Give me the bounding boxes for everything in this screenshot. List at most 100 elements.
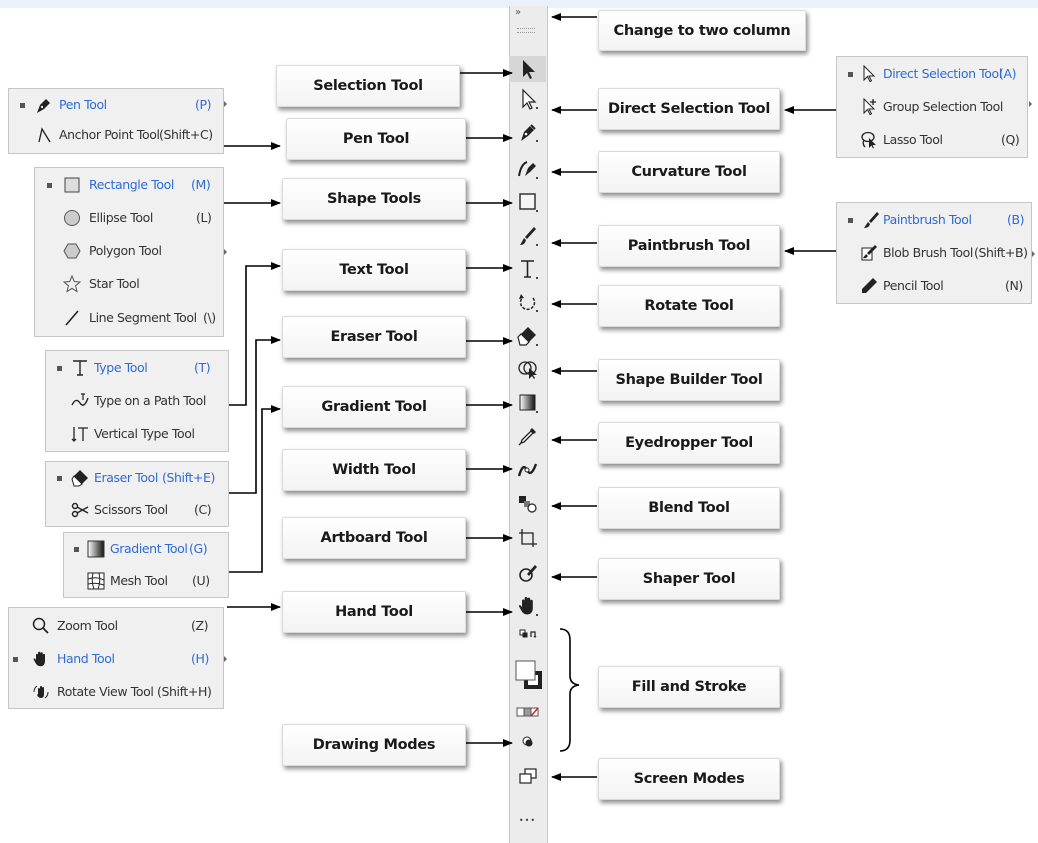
brush-tools-flyout: Paintbrush Tool (B) Blob Brush Tool (Shi… [836,202,1032,304]
flyout-item-label: Vertical Type Tool [94,426,195,441]
flyout-item-label: Polygon Tool [89,243,162,258]
flyout-item-group-selection-tool[interactable]: Group Selection Tool [837,92,1027,122]
label-shaper-tool: Shaper Tool [598,558,780,600]
flyout-item-pen-tool[interactable]: Pen Tool (P) [9,90,223,120]
flyout-item-label: Eraser Tool [94,470,158,485]
flyout-item-polygon-tool[interactable]: Polygon Tool [35,236,223,266]
color-gradient-none-icon[interactable] [509,704,546,720]
flyout-caret [224,101,227,107]
tools-toolbar [509,6,548,843]
flyout-item-direct-selection-tool[interactable]: Direct Selection Tool (A) [837,59,1027,89]
rectangle-tool-icon[interactable] [509,191,546,213]
width-tool-icon[interactable] [509,458,546,480]
type-tool-icon[interactable] [509,258,546,280]
active-bullet [20,103,25,108]
flyout-item-scissors-tool[interactable]: Scissors Tool (C) [46,495,228,525]
flyout-item-label: Ellipse Tool [89,210,153,225]
more-tools-icon[interactable]: ••• [518,815,537,825]
active-bullet [848,72,853,77]
pen-tool-icon[interactable] [509,121,546,143]
arrow-type-panel [227,262,281,406]
label-drawing-modes: Drawing Modes [282,724,466,766]
label-curvature-tool: Curvature Tool [598,151,780,193]
flyout-item-label: Mesh Tool [110,573,168,588]
flyout-item-shortcut: (\) [203,310,216,325]
flyout-item-label: Blob Brush Tool [883,245,973,260]
type-icon [70,358,90,378]
flyout-item-label: Direct Selection Tool [883,66,1002,81]
curvature-tool-icon[interactable] [509,158,546,180]
flyout-caret [1029,101,1032,107]
flyout-item-rotate-view-tool[interactable]: Rotate View Tool (Shift+H) [9,677,223,707]
navigation-tools-flyout: Zoom Tool (Z) Hand Tool (H) Rotate View … [8,607,224,709]
flyout-item-label: Lasso Tool [883,132,943,147]
mesh-icon [86,571,106,591]
hand-tool-icon[interactable] [509,595,546,617]
direct-selection-tool-icon[interactable] [509,88,546,110]
flyout-item-type-tool[interactable]: Type Tool (T) [46,353,228,383]
gradient-tool-icon[interactable] [509,392,546,414]
flyout-item-line-segment-tool[interactable]: Line Segment Tool (\) [35,303,223,333]
default-swap-fill-stroke-icon[interactable] [509,627,546,643]
active-bullet [74,547,79,552]
pen-tools-flyout: Pen Tool (P) Anchor Point Tool (Shift+C) [8,88,224,154]
drawing-modes-icon[interactable] [509,731,546,749]
anchor-point-icon [34,125,54,145]
flyout-item-label: Zoom Tool [57,618,118,633]
artboard-tool-icon[interactable] [509,527,546,549]
flyout-item-label: Gradient Tool [110,541,188,556]
flyout-item-label: Hand Tool [57,651,115,666]
selection-tool-icon[interactable] [509,56,546,82]
flyout-item-pencil-tool[interactable]: Pencil Tool (N) [837,271,1031,301]
label-direct-selection-tool: Direct Selection Tool [598,88,780,130]
label-eyedropper-tool: Eyedropper Tool [598,422,780,464]
eraser-tools-flyout: Eraser Tool (Shift+E) Scissors Tool (C) [45,461,229,527]
flyout-item-label: Anchor Point Tool [59,127,160,142]
toolbar-grip[interactable] [517,28,535,33]
collapse-toolbar-icon[interactable]: » [515,6,522,18]
paintbrush-icon [861,210,881,230]
flyout-item-label: Type Tool [94,360,148,375]
flyout-item-ellipse-tool[interactable]: Ellipse Tool (L) [35,203,223,233]
arrow-eraser-panel [227,336,281,494]
flyout-item-gradient-tool[interactable]: Gradient Tool (G) [64,534,228,564]
label-hand-tool: Hand Tool [282,591,466,633]
arrow-gradient-panel [227,405,281,573]
flyout-item-label: Star Tool [89,276,140,291]
flyout-item-label: Scissors Tool [94,502,168,517]
flyout-item-rectangle-tool[interactable]: Rectangle Tool (M) [35,170,223,200]
flyout-item-hand-tool[interactable]: Hand Tool (H) [9,644,223,674]
shape-builder-tool-icon[interactable] [509,358,546,380]
rotate-tool-icon[interactable] [509,291,546,313]
flyout-item-paintbrush-tool[interactable]: Paintbrush Tool (B) [837,205,1031,235]
active-bullet [848,218,853,223]
line-segment-icon [62,308,82,328]
flyout-item-type-on-path-tool[interactable]: Type on a Path Tool [46,386,228,416]
label-screen-modes: Screen Modes [598,758,780,800]
screen-modes-icon[interactable] [509,766,546,788]
flyout-item-shortcut: (A) [999,66,1017,81]
scissors-icon [70,500,90,520]
flyout-item-label: Paintbrush Tool [883,212,972,227]
flyout-item-eraser-tool[interactable]: Eraser Tool (Shift+E) [46,463,228,493]
flyout-item-label: Rotate View Tool [57,684,154,699]
flyout-item-blob-brush-tool[interactable]: Blob Brush Tool (Shift+B) [837,238,1031,268]
flyout-item-anchor-point-tool[interactable]: Anchor Point Tool (Shift+C) [9,120,223,150]
flyout-item-star-tool[interactable]: Star Tool [35,269,223,299]
flyout-item-zoom-tool[interactable]: Zoom Tool (Z) [9,611,223,641]
flyout-item-lasso-tool[interactable]: Lasso Tool (Q) [837,125,1027,155]
eyedropper-tool-icon[interactable] [509,425,546,447]
type-tools-flyout: Type Tool (T) Type on a Path Tool Vertic… [45,350,229,452]
flyout-item-vertical-type-tool[interactable]: Vertical Type Tool [46,419,228,449]
flyout-item-shortcut: (B) [1007,212,1025,227]
eraser-tool-icon[interactable] [509,325,546,347]
active-bullet [57,476,62,481]
fill-stroke-swatches-icon[interactable] [509,652,546,694]
blend-tool-icon[interactable] [509,493,546,515]
shaper-tool-icon[interactable] [509,562,546,584]
group-selection-icon [859,97,879,117]
flyout-item-mesh-tool[interactable]: Mesh Tool (U) [64,566,228,596]
paintbrush-tool-icon[interactable] [509,225,546,247]
rectangle-icon [62,175,82,195]
flyout-item-shortcut: (Z) [191,618,209,633]
